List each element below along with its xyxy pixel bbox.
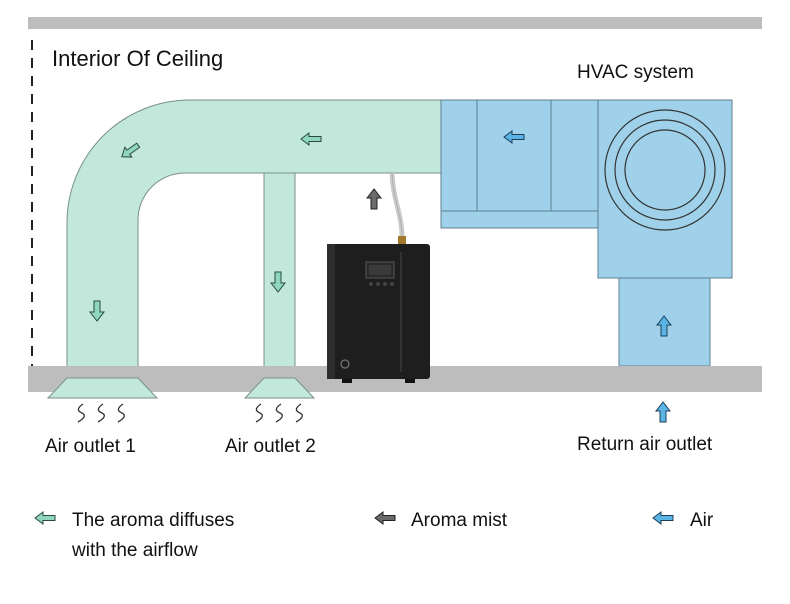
legend: The aroma diffuses with the airflow Arom… [34,510,714,561]
aroma-tube-outline [391,172,403,237]
supply-duct-elbow [66,99,446,379]
hvac-system-label: HVAC system [577,62,694,83]
scent-diffuser-machine [327,236,430,383]
mist-arrow-icon [366,188,382,210]
outlet-1-label: Air outlet 1 [45,436,136,457]
hvac-duct-section [440,99,599,212]
legend-air: Air [690,510,714,531]
air-arrow-icon [652,511,674,525]
mist-arrow-icon [374,511,396,525]
return-air-outlet-label: Return air outlet [577,434,713,455]
wave-icon [77,403,303,423]
ceiling-top-band [28,17,762,29]
legend-aroma-line1: The aroma diffuses [72,510,234,531]
air-arrow-icon [655,401,671,423]
diagram-title: Interior Of Ceiling [52,46,223,71]
fan-icon [604,109,726,231]
outlet-diffuser-2 [243,377,316,399]
legend-aroma-line2: with the airflow [71,540,198,561]
legend-mist: Aroma mist [411,510,508,531]
hvac-bottom-plate [440,210,599,229]
outlet-diffuser-1 [46,377,159,399]
aroma-arrow-icon [34,511,56,525]
outlet-2-label: Air outlet 2 [225,436,316,457]
hvac-fan-housing [597,99,733,279]
